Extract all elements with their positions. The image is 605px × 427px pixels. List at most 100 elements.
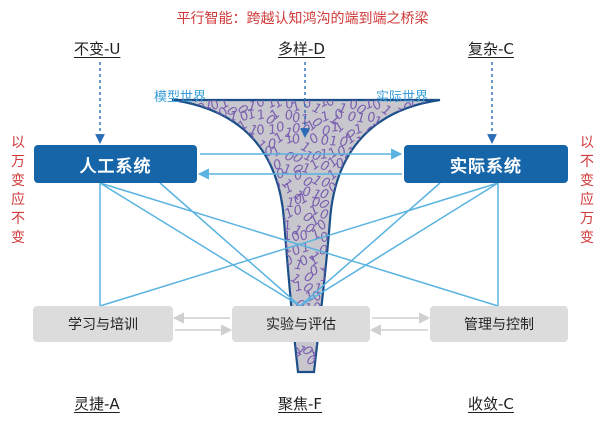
binary-digit: 1 [352,168,365,185]
binary-digit: 0 [219,157,230,173]
binary-digit: 1 [239,182,250,198]
binary-digit: 1 [337,101,348,117]
binary-digit: 0 [394,123,404,139]
binary-digit: 1 [378,142,394,159]
binary-digit: 0 [228,164,243,181]
real-world-label: 实际世界 [376,90,429,105]
binary-digit: 0 [370,177,385,194]
binary-digit: 0 [238,197,250,214]
binary-digit: 0 [349,97,359,113]
binary-digit: 0 [411,114,420,130]
binary-digit: 0 [254,180,269,197]
binary-digit: 0 [246,209,260,226]
binary-digit: 0 [374,170,383,185]
top-label-complex: 复杂-C [468,40,514,58]
binary-digit: 1 [425,113,441,130]
binary-digit: 1 [205,97,213,112]
binary-digit: 1 [271,95,286,112]
binary-digit: 1 [319,147,329,163]
binary-digit: 0 [346,169,357,185]
binary-digit: 0 [379,140,394,157]
binary-digit: 0 [443,102,459,119]
binary-digit: 1 [203,135,216,152]
side-text-left: 以万变 应不变 [11,135,25,246]
binary-digit: 1 [329,134,338,149]
binary-digit: 1 [313,281,323,297]
binary-digit: 1 [339,231,352,248]
binary-digit: 0 [202,122,211,137]
binary-digit: 0 [321,124,331,140]
binary-digit: 0 [365,144,376,160]
binary-digit: 1 [192,126,205,143]
binary-digit: 0 [318,207,329,223]
binary-digit: 0 [221,171,229,186]
binary-digit: 1 [281,162,292,178]
binary-digit: 0 [359,133,375,150]
binary-digit: 0 [311,195,321,211]
binary-digit: 1 [263,206,276,223]
binary-digit: 0 [321,133,330,148]
binary-digit: 0 [407,128,423,145]
binary-digit: 0 [263,144,275,161]
bottom-label-convergent: 收敛-C [468,395,514,413]
binary-digit: 0 [393,147,402,163]
learning-training-box: 学习与培训 [33,306,173,342]
binary-digit: 1 [357,184,369,201]
binary-digit: 0 [437,111,448,127]
binary-digit: 0 [347,109,358,125]
binary-digit: 1 [350,192,365,209]
binary-digit: 0 [249,184,260,200]
binary-digit: 0 [417,121,429,138]
binary-digit: 1 [330,120,341,136]
binary-digit: 0 [244,193,259,210]
binary-digit: 1 [382,162,394,179]
binary-digit: 1 [239,169,253,186]
binary-digit: 1 [266,220,276,236]
binary-digit: 0 [387,116,402,133]
binary-digit: 1 [200,113,213,130]
binary-digit: 0 [335,189,350,206]
binary-digit: 0 [229,174,243,191]
binary-digit: 1 [254,197,266,214]
binary-digit: 1 [363,96,376,113]
binary-digit: 0 [386,166,401,183]
binary-digit: 1 [372,134,382,150]
connector-lines [99,182,499,307]
binary-digit: 0 [241,136,250,151]
bottom-label-focused: 聚焦-F [278,395,323,413]
binary-digit: 0 [284,96,295,112]
binary-digit: 1 [363,177,377,194]
model-world-label: 模型世界 [154,90,207,105]
binary-digit: 1 [373,144,382,160]
binary-digit: 0 [245,170,258,187]
binary-digit: 0 [343,177,359,194]
binary-digit: 1 [356,111,365,127]
binary-digit: 1 [227,143,239,160]
binary-digit: 1 [258,169,269,185]
binary-digit: 1 [176,114,186,130]
binary-digit: 0 [210,143,225,160]
experiment-evaluation-box: 实验与评估 [232,306,370,342]
binary-digit: 1 [293,279,305,296]
binary-digit: 1 [381,187,395,204]
binary-digit: 0 [319,243,328,259]
binary-digit: 1 [368,156,384,173]
binary-digit: 0 [364,158,373,173]
binary-digit: 0 [335,239,349,256]
binary-digit: 1 [300,240,312,257]
binary-digit: 1 [264,194,275,210]
binary-digit: 0 [217,143,233,160]
binary-digit: 0 [339,135,349,151]
binary-digit: 1 [384,124,395,140]
artificial-system-box: 人工系统 [34,145,197,183]
binary-digit: 1 [336,169,351,186]
binary-digit: 1 [184,111,198,128]
binary-digit: 1 [347,197,362,214]
binary-digit: 1 [202,144,215,161]
binary-digit: 0 [301,185,311,201]
top-label-unchanging: 不变-U [74,40,121,58]
binary-digit: 1 [337,209,352,226]
binary-digit: 1 [286,196,295,211]
top-label-diverse: 多样-D [278,40,325,58]
binary-digit: 0 [284,108,295,124]
